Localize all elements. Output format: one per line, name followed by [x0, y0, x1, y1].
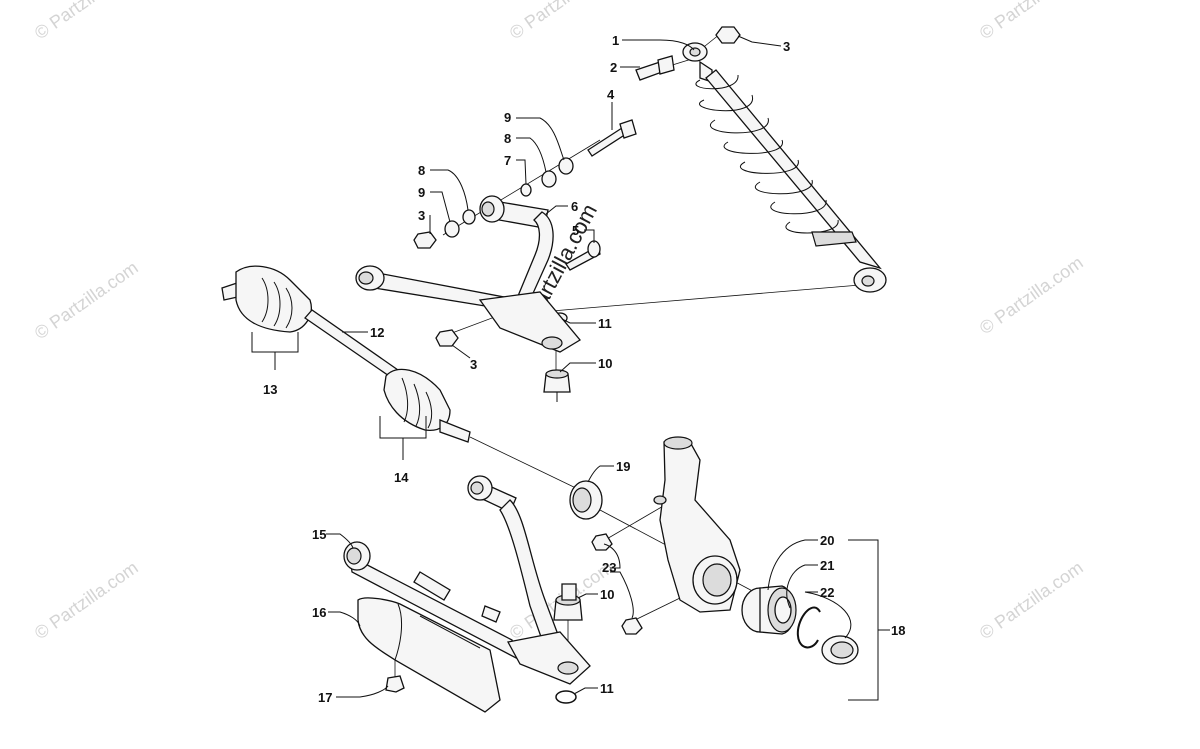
lower-a-arm: [343, 475, 591, 685]
callout-label: 7: [504, 153, 511, 168]
callout-label: 3: [418, 208, 425, 223]
watermark: © Partzilla.com: [31, 557, 142, 643]
callout-label: 10: [600, 587, 614, 602]
upper-a-arm: [355, 195, 581, 353]
callout-label: 18: [891, 623, 905, 638]
callout-label: 20: [820, 533, 834, 548]
watermark: © Partzilla.com: [506, 0, 617, 43]
callout-label: 14: [394, 470, 409, 485]
watermark: © Partzilla.com: [31, 0, 142, 43]
callout-label: 16: [312, 605, 326, 620]
callout-label: 15: [312, 527, 326, 542]
seal: [569, 480, 603, 520]
ball-joint-upper: [543, 369, 571, 402]
callout-label: 11: [600, 681, 614, 696]
callout-label: 19: [616, 459, 630, 474]
callout-label: 4: [607, 87, 615, 102]
seal-ring: [821, 635, 859, 665]
callout-label: 3: [783, 39, 790, 54]
callout-labels: 1 2 3 4 9 8 7 8 9 3 6 5 11 3 10 12 13 14…: [263, 33, 905, 705]
steering-knuckle: [653, 436, 741, 613]
bracket-lines: [251, 332, 879, 701]
callout-label: 3: [470, 357, 477, 372]
callout-label: 17: [318, 690, 332, 705]
snap-ring: [796, 606, 821, 649]
watermark: © Partzilla.com: [976, 557, 1087, 643]
callout-label: 8: [504, 131, 511, 146]
lower-hardware: [385, 533, 643, 704]
callout-label: 21: [820, 558, 834, 573]
leader-lines: [326, 35, 890, 698]
callout-label: 8: [418, 163, 425, 178]
callout-label: 13: [263, 382, 277, 397]
callout-label: 22: [820, 585, 834, 600]
callout-label: 2: [610, 60, 617, 75]
callout-label: 9: [418, 185, 425, 200]
wheel-bearing: [741, 585, 797, 635]
callout-label: 9: [504, 110, 511, 125]
callout-label: 10: [598, 356, 612, 371]
callout-label: 11: [598, 316, 612, 331]
drive-axle: [221, 265, 471, 443]
watermark: © Partzilla.com: [976, 0, 1087, 43]
callout-label: 1: [612, 33, 619, 48]
callout-label: 12: [370, 325, 384, 340]
skid-plate: [357, 597, 501, 713]
ball-joint-lower: [553, 583, 583, 621]
watermark: © Partzilla.com: [976, 252, 1087, 338]
callout-label: 5: [572, 223, 579, 238]
shock-absorber: [682, 42, 887, 293]
callout-label: 23: [602, 560, 616, 575]
callout-label: 6: [571, 199, 578, 214]
watermark: © Partzilla.com: [31, 257, 142, 343]
